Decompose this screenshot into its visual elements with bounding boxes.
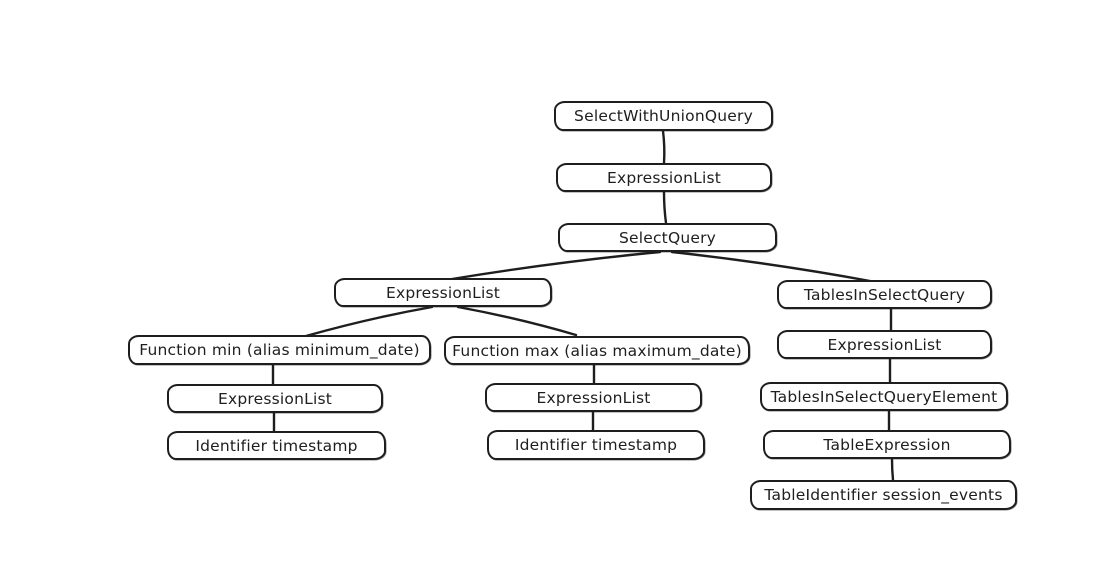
node-table-identifier-session-events: TableIdentifier session_events — [750, 480, 1017, 510]
node-label: ExpressionList — [385, 283, 501, 302]
node-label: SelectQuery — [618, 228, 717, 247]
node-label: TableExpression — [823, 435, 951, 454]
node-label: ExpressionList — [536, 388, 651, 407]
node-label: TablesInSelectQuery — [803, 285, 966, 304]
edge-expressionlist-to-function-max — [456, 305, 578, 337]
edge-selectquery-to-tablesinselectquery — [670, 250, 872, 283]
edge-expressionlist-to-selectquery — [662, 190, 668, 225]
node-expression-list-tables: ExpressionList — [777, 330, 992, 359]
edge-expressionlist-to-function-min — [304, 305, 434, 338]
node-label: ExpressionList — [217, 389, 333, 408]
node-label: Function min (alias minimum_date) — [139, 341, 420, 359]
node-identifier-timestamp-max: Identifier timestamp — [487, 430, 705, 460]
node-select-with-union-query: SelectWithUnionQuery — [554, 101, 773, 131]
edge-tableexpression-to-tableidentifier — [890, 457, 895, 482]
node-label: TableIdentifier session_events — [764, 486, 1003, 504]
node-tables-in-select-query: TablesInSelectQuery — [777, 280, 992, 309]
node-label: ExpressionList — [827, 335, 942, 354]
node-table-expression: TableExpression — [763, 430, 1011, 459]
node-identifier-timestamp-min: Identifier timestamp — [167, 431, 386, 460]
node-label: SelectWithUnionQuery — [574, 107, 753, 125]
edge-selectquery-to-expressionlist-left — [450, 250, 662, 281]
node-expression-list-max: ExpressionList — [485, 383, 702, 412]
node-expression-list-min: ExpressionList — [167, 384, 383, 413]
node-label: TablesInSelectQueryElement — [770, 387, 998, 406]
node-label: Identifier timestamp — [195, 436, 358, 455]
edge-root-to-expressionlist — [661, 129, 666, 165]
node-tables-in-select-query-element: TablesInSelectQueryElement — [760, 382, 1008, 411]
node-expression-list-select: ExpressionList — [334, 278, 552, 307]
node-label: Function max (alias maximum_date) — [452, 341, 742, 360]
node-expression-list-root: ExpressionList — [556, 163, 772, 192]
node-select-query: SelectQuery — [558, 223, 777, 252]
node-label: Identifier timestamp — [514, 436, 678, 454]
node-function-min: Function min (alias minimum_date) — [128, 335, 431, 365]
node-label: ExpressionList — [606, 168, 722, 187]
node-function-max: Function max (alias maximum_date) — [444, 336, 750, 365]
